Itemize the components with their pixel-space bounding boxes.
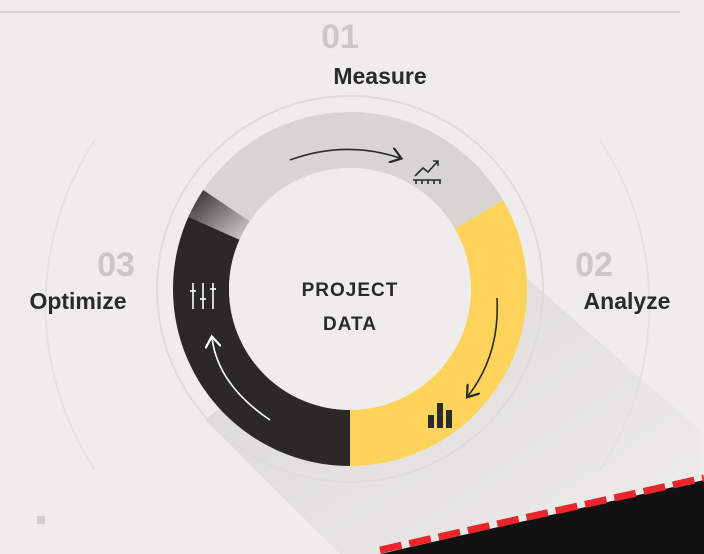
step-label-optimize: Optimize (29, 288, 126, 314)
sliders-icon (190, 283, 216, 309)
center-title-line1: PROJECT (302, 280, 399, 301)
ring-segment-analyze (350, 200, 527, 466)
ring-segment-measure (201, 112, 504, 229)
step-label-analyze: Analyze (584, 288, 671, 314)
accent-stripe-dashes (379, 474, 704, 554)
outer-arc-right (599, 139, 651, 471)
measure-flow-arrow (289, 149, 400, 160)
step-number-measure: 01 (321, 18, 359, 56)
outer-guide-ring (156, 95, 544, 483)
bar-chart-icon (428, 403, 452, 428)
step-label-measure: Measure (333, 63, 426, 89)
chart-ruler-icon (413, 160, 441, 184)
analyze-flow-arrow (468, 297, 499, 396)
center-title-line2: DATA (323, 314, 377, 335)
ring-segment-optimize (172, 214, 350, 466)
outer-arc-left (44, 139, 96, 471)
step-number-optimize: 03 (97, 246, 135, 284)
optimize-flow-arrow (212, 338, 271, 421)
corner-square (37, 516, 45, 524)
center-circle (229, 168, 471, 410)
step-number-analyze: 02 (575, 246, 613, 284)
cycle-ring (172, 112, 527, 466)
ring-segment-transition (188, 190, 250, 240)
